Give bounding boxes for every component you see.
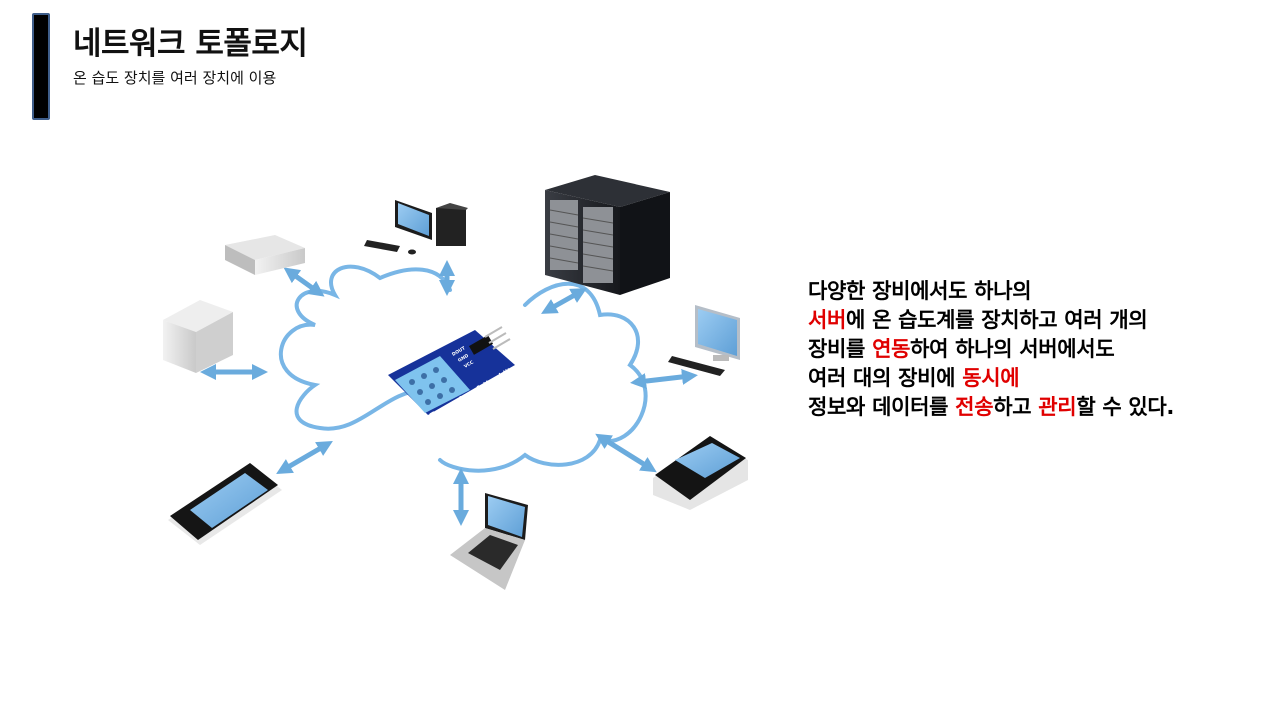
slide-subtitle: 온 습도 장치를 여러 장치에 이용 <box>73 69 277 87</box>
monitor-keyboard-device <box>668 305 740 376</box>
title-accent-bar <box>32 13 50 120</box>
arrow-phone <box>276 440 333 475</box>
description-segment: 하여 하나의 서버에서도 <box>910 337 1115 361</box>
cloud-outline <box>278 264 648 473</box>
highlighted-keyword: 동시에 <box>962 366 1020 390</box>
highlighted-keyword: 관리 <box>1038 395 1077 419</box>
highlighted-keyword: 연동 <box>872 337 911 361</box>
smartphone-device <box>168 463 282 545</box>
highlighted-keyword: 서버 <box>808 308 847 332</box>
description-segment: 다양한 장비에서도 하나의 <box>808 279 1032 303</box>
server-rack-device <box>545 175 670 295</box>
storage-box-device <box>225 235 305 275</box>
tower-box-device <box>163 300 233 373</box>
qwerty-phone-device <box>653 436 748 510</box>
description-segment: 여러 대의 장비에 <box>808 366 963 390</box>
arrow-qwerty <box>595 433 657 473</box>
dht-sensor-module: DOUT GND VCC Temperature & Humidity <box>388 326 518 420</box>
description-segment: 에 온 습도계를 장치하고 여러 개의 <box>846 308 1148 332</box>
description-line: 서버에 온 습도계를 장치하고 여러 개의 <box>808 306 1174 335</box>
sensor-pin-label-gnd: GND <box>457 353 470 364</box>
description-line: 다양한 장비에서도 하나의 <box>808 277 1174 306</box>
description-segment: 할 수 있다. <box>1076 395 1175 419</box>
description-segment: 장비를 <box>808 337 873 361</box>
network-topology-diagram: DOUT GND VCC Temperature & Humidity <box>163 175 748 590</box>
description-segment: 하고 <box>993 395 1039 419</box>
arrow-monitor <box>630 368 698 390</box>
description-segment: 정보와 데이터를 <box>808 395 956 419</box>
description-line: 장비를 연동하여 하나의 서버에서도 <box>808 335 1174 364</box>
description-line: 여러 대의 장비에 동시에 <box>808 364 1174 393</box>
description-line: 정보와 데이터를 전송하고 관리할 수 있다. <box>808 393 1174 422</box>
sensor-pin-label-vcc: VCC <box>463 359 475 370</box>
desktop-pc-device <box>364 200 468 255</box>
slide-title: 네트워크 토폴로지 <box>73 26 308 62</box>
arrow-rack <box>541 288 587 314</box>
laptop-device <box>450 493 528 590</box>
arrow-storage <box>283 267 325 297</box>
highlighted-keyword: 전송 <box>955 395 994 419</box>
